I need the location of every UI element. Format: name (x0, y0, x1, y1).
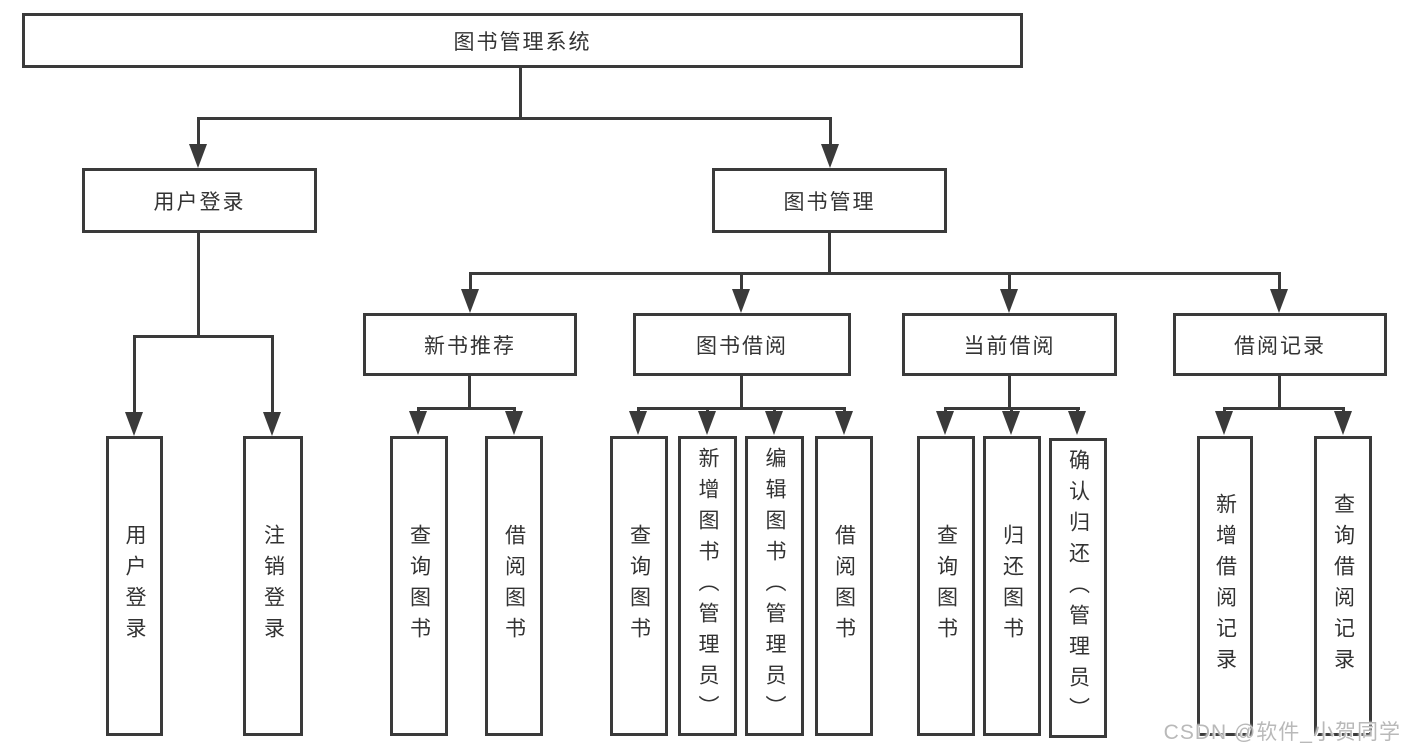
connector-manage-drop (828, 233, 831, 272)
arrowhead-icon (629, 411, 647, 435)
leaf-recommend-query-books: 查询图书 (390, 436, 448, 736)
arrowhead-icon (263, 412, 281, 436)
leaf-current-query-books: 查询图书 (917, 436, 975, 736)
leaf-borrow-borrow-books-label: 借阅图书 (832, 524, 856, 648)
connector-stub (417, 407, 420, 411)
node-book-borrow-label: 图书借阅 (696, 334, 788, 358)
leaf-borrow-query-books-label: 查询图书 (627, 524, 651, 648)
leaf-user-login: 用户登录 (106, 436, 163, 736)
arrowhead-icon (189, 144, 207, 168)
leaf-recommend-query-books-label: 查询图书 (407, 524, 431, 648)
connector-recommend-drop (468, 376, 471, 407)
node-root-label: 图书管理系统 (453, 30, 592, 54)
node-new-book-recommend: 新书推荐 (363, 313, 577, 376)
connector-stub (773, 407, 776, 411)
leaf-borrow-add-books-admin: 新增图书（管理员） (678, 436, 737, 736)
arrowhead-icon (732, 289, 750, 313)
leaf-borrow-borrow-books: 借阅图书 (815, 436, 873, 736)
arrowhead-icon (125, 412, 143, 436)
leaf-borrow-add-books-admin-label: 新增图书（管理员） (696, 446, 719, 726)
leaf-current-confirm-return-admin: 确认归还（管理员） (1049, 438, 1107, 738)
connector-recommend-group (417, 407, 516, 410)
leaf-recommend-borrow-books: 借阅图书 (485, 436, 543, 736)
leaf-borrow-query-books: 查询图书 (610, 436, 668, 736)
connector-stub (843, 407, 846, 411)
arrowhead-icon (765, 411, 783, 435)
leaf-records-add-record: 新增借阅记录 (1197, 436, 1253, 736)
leaf-logout: 注销登录 (243, 436, 303, 736)
arrowhead-icon (409, 411, 427, 435)
connector-stub (271, 335, 274, 412)
connector-stub (706, 407, 709, 411)
leaf-current-confirm-return-admin-label: 确认归还（管理员） (1066, 448, 1090, 728)
connector-manage-stub (829, 117, 832, 146)
arrowhead-icon (1000, 289, 1018, 313)
connector-login-drop (197, 233, 200, 335)
arrowhead-icon (936, 411, 954, 435)
connector-borrow-group (637, 407, 846, 410)
node-borrow-records-label: 借阅记录 (1234, 334, 1326, 358)
node-current-borrow-label: 当前借阅 (963, 334, 1056, 358)
connector-stub (1278, 272, 1281, 289)
connector-stub (1010, 407, 1013, 411)
node-book-manage: 图书管理 (712, 168, 947, 233)
node-user-login: 用户登录 (82, 168, 317, 233)
connector-level3 (469, 272, 1281, 275)
connector-stub (1342, 407, 1345, 411)
connector-stub (513, 407, 516, 411)
leaf-current-query-books-label: 查询图书 (934, 524, 958, 648)
connector-level1 (197, 117, 832, 120)
leaf-records-add-record-label: 新增借阅记录 (1213, 493, 1237, 679)
arrowhead-icon (1002, 411, 1020, 435)
connector-stub (1223, 407, 1226, 411)
connector-records-group (1223, 407, 1345, 410)
leaf-borrow-edit-books-admin-label: 编辑图书（管理员） (763, 446, 786, 726)
connector-stub (1008, 272, 1011, 289)
arrowhead-icon (835, 411, 853, 435)
arrowhead-icon (698, 411, 716, 435)
node-new-book-recommend-label: 新书推荐 (424, 334, 516, 358)
leaf-recommend-borrow-books-label: 借阅图书 (502, 524, 526, 648)
connector-root-drop (519, 68, 522, 117)
node-current-borrow: 当前借阅 (902, 313, 1117, 376)
leaf-records-query-record-label: 查询借阅记录 (1331, 493, 1355, 679)
node-user-login-label: 用户登录 (153, 190, 246, 214)
connector-stub (740, 272, 743, 289)
leaf-user-login-label: 用户登录 (123, 524, 146, 648)
leaf-borrow-edit-books-admin: 编辑图书（管理员） (745, 436, 804, 736)
connector-login-group (133, 335, 274, 338)
connector-stub (637, 407, 640, 411)
arrowhead-icon (1068, 411, 1086, 435)
connector-stub (133, 335, 136, 412)
connector-stub (1076, 407, 1079, 411)
arrowhead-icon (1270, 289, 1288, 313)
connector-stub (469, 272, 472, 289)
node-borrow-records: 借阅记录 (1173, 313, 1387, 376)
arrowhead-icon (1334, 411, 1352, 435)
arrowhead-icon (1215, 411, 1233, 435)
connector-borrow-drop (740, 376, 743, 407)
connector-current-drop (1008, 376, 1011, 407)
arrowhead-icon (505, 411, 523, 435)
leaf-logout-label: 注销登录 (261, 524, 285, 648)
leaf-current-return-books: 归还图书 (983, 436, 1041, 736)
node-root: 图书管理系统 (22, 13, 1023, 68)
leaf-records-query-record: 查询借阅记录 (1314, 436, 1372, 736)
node-book-manage-label: 图书管理 (783, 190, 876, 214)
connector-records-drop (1278, 376, 1281, 407)
arrowhead-icon (461, 289, 479, 313)
connector-stub (944, 407, 947, 411)
csdn-watermark: CSDN @软件_小贺同学 (1163, 721, 1401, 744)
connector-login-stub (197, 117, 200, 146)
node-book-borrow: 图书借阅 (633, 313, 851, 376)
arrowhead-icon (821, 144, 839, 168)
leaf-current-return-books-label: 归还图书 (1000, 524, 1024, 648)
